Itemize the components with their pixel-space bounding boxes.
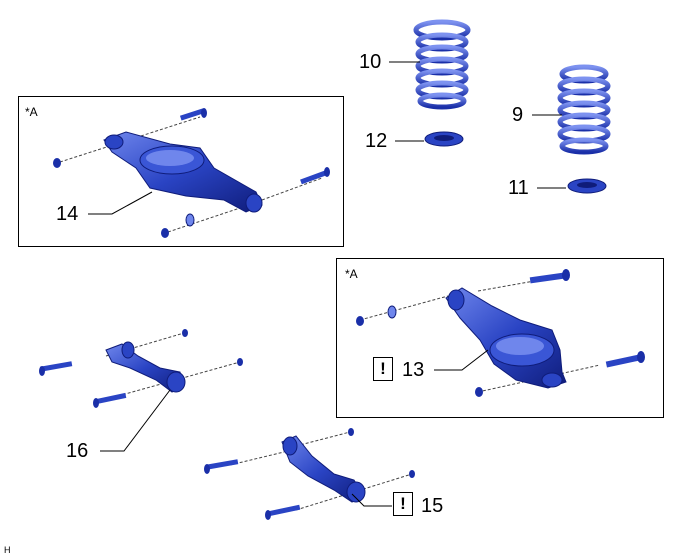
inset-frame-a-left: *A [18, 96, 344, 247]
callout-9: 9 [512, 104, 524, 126]
caution-icon: ! [393, 492, 413, 516]
coil-spring-lower [557, 64, 611, 155]
callout-16: 16 [66, 440, 89, 462]
corner-label: H [4, 545, 11, 555]
link-15-group [204, 428, 415, 520]
lower-arm-14-group [53, 108, 330, 238]
callout-12: 12 [365, 130, 388, 152]
link-16-group [39, 329, 243, 408]
callout-13: 13 [402, 359, 425, 381]
spring-seat-11 [567, 178, 607, 194]
callout-10: 10 [359, 51, 382, 73]
inset-tag-a: *A [25, 105, 38, 119]
callout-11: 11 [508, 177, 529, 199]
inset-tag-a: *A [345, 267, 358, 281]
lower-arm-13-group [356, 269, 645, 397]
coil-spring-upper [413, 19, 471, 110]
callout-15: 15 [421, 495, 444, 517]
caution-icon: ! [373, 357, 393, 381]
callout-14: 14 [56, 203, 79, 225]
inset-frame-a-right: *A [336, 258, 664, 418]
spring-seat-12 [424, 131, 464, 147]
leader-lines [88, 61, 566, 507]
